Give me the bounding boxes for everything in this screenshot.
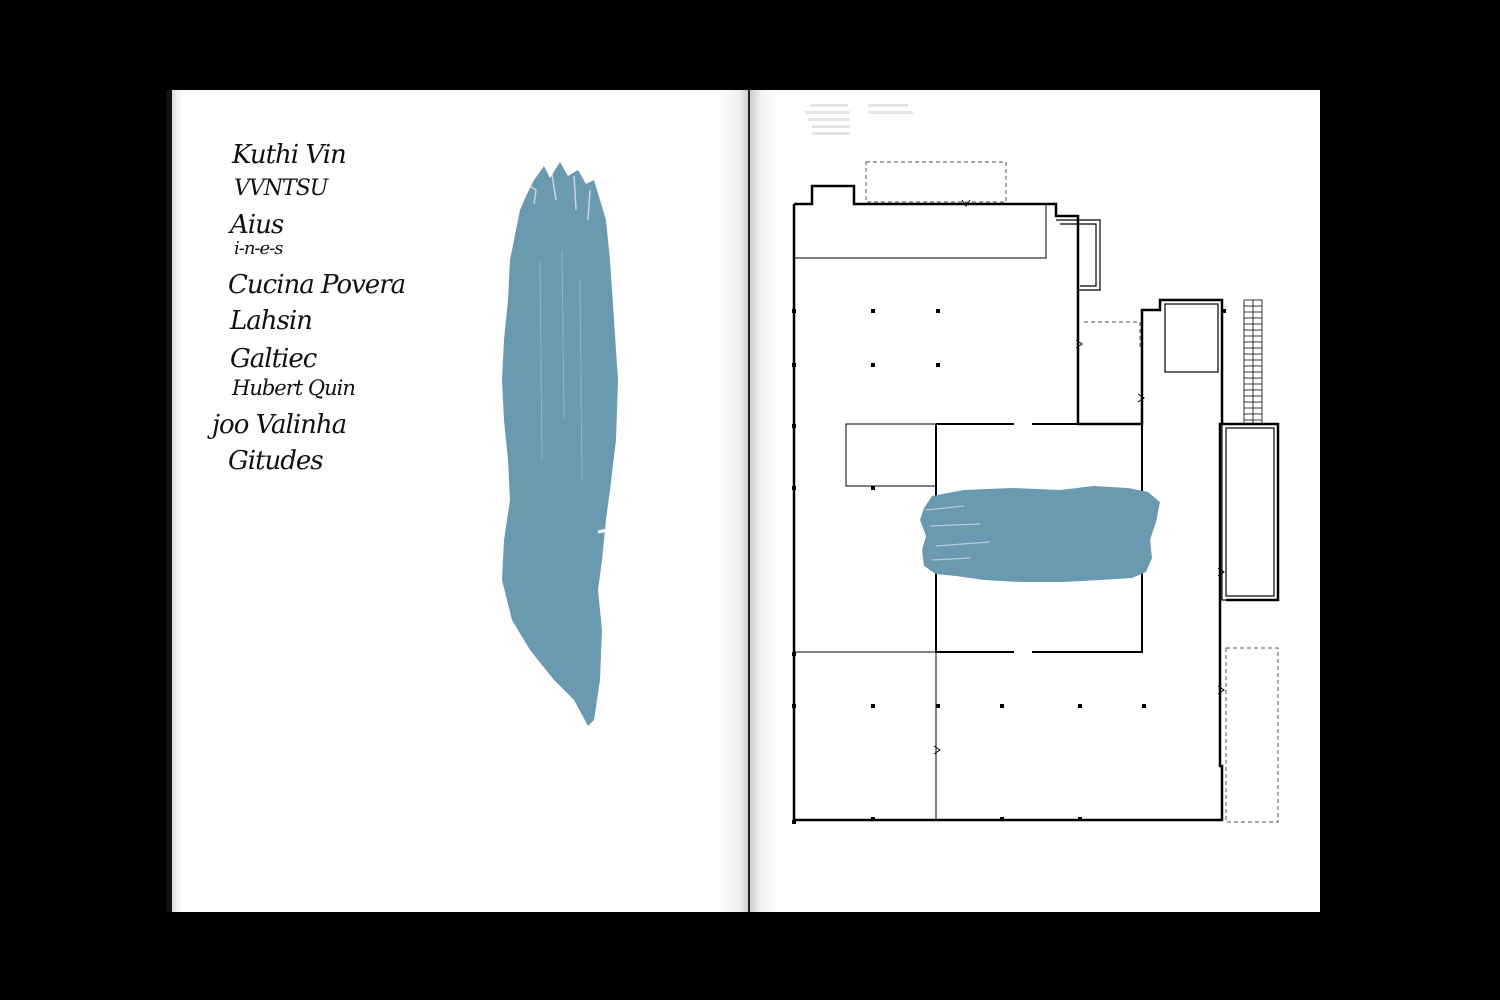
page-gutter-shadow — [720, 90, 750, 912]
handwritten-name: Galtiec — [230, 344, 317, 374]
handwritten-name: i-n-e-s — [234, 238, 283, 259]
floor-plan-drawing — [792, 104, 1280, 824]
faint-header-text — [805, 104, 913, 135]
vertical-paint-stroke — [502, 162, 618, 726]
handwritten-name: Gitudes — [228, 446, 324, 476]
stair — [1243, 299, 1263, 425]
open-book: Kuthi Vin VVNTSU Aius i-n-e-s Cucina Pov… — [166, 90, 1320, 912]
handwritten-name-list: Kuthi Vin VVNTSU Aius i-n-e-s Cucina Pov… — [210, 134, 470, 494]
column-grid — [792, 309, 1226, 824]
handwritten-name: Aius — [230, 210, 284, 240]
handwritten-name: Cucina Povera — [228, 270, 406, 300]
horizontal-paint-stroke — [920, 486, 1160, 582]
handwritten-name: Lahsin — [230, 306, 313, 336]
page-edge — [166, 90, 184, 912]
right-page — [750, 90, 1320, 912]
page-gutter-shadow — [750, 90, 776, 912]
handwritten-name: Kuthi Vin — [232, 140, 347, 170]
handwritten-name: Hubert Quin — [232, 376, 356, 400]
handwritten-name: VVNTSU — [234, 176, 328, 201]
left-page: Kuthi Vin VVNTSU Aius i-n-e-s Cucina Pov… — [166, 90, 750, 912]
handwritten-name: joo Valinha — [212, 410, 347, 440]
